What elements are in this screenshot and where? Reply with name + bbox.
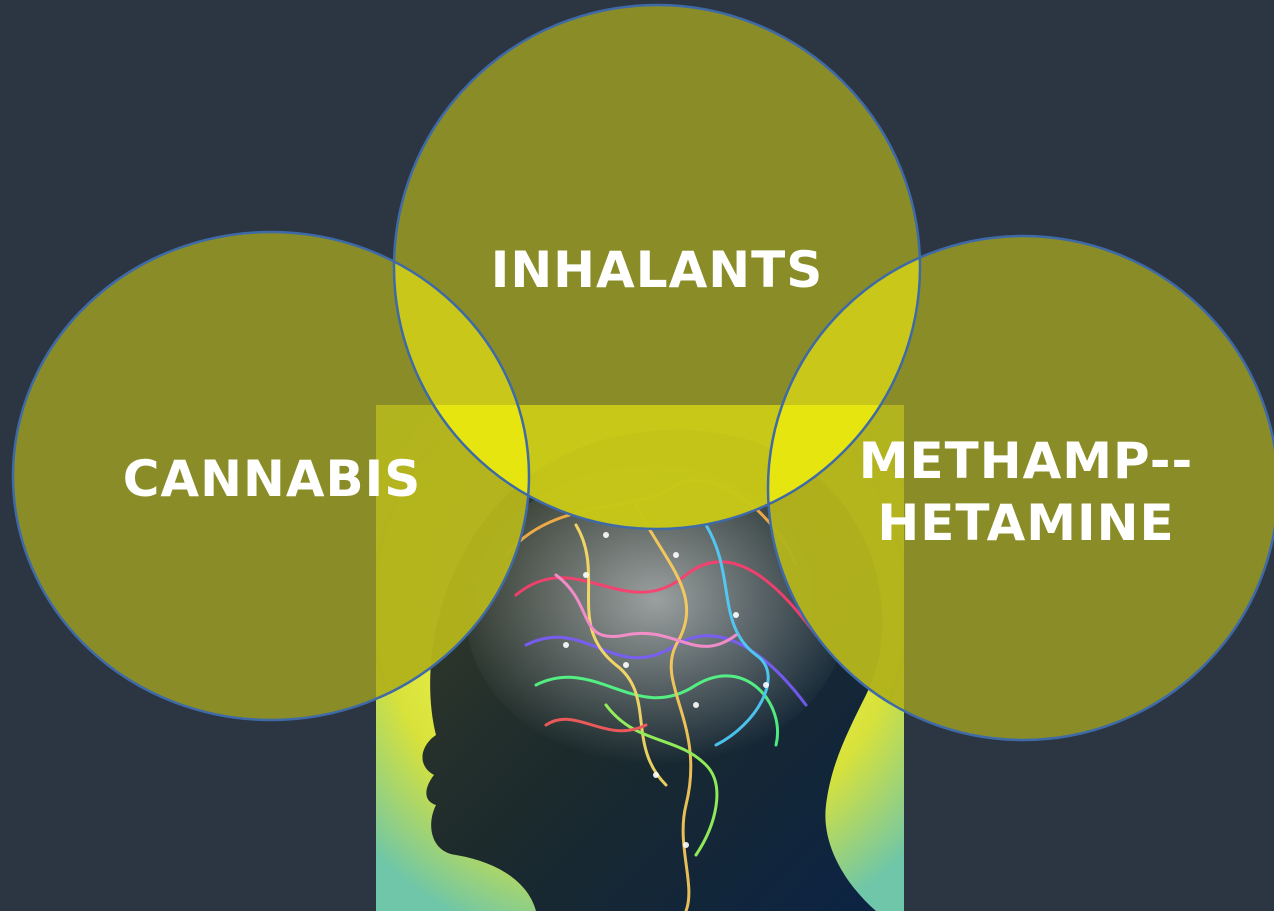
cannabis-label: CANNABIS	[92, 448, 452, 510]
methamphetamine-label: METHAMP-- HETAMINE	[826, 430, 1226, 554]
inhalants-label: INHALANTS	[457, 239, 857, 301]
